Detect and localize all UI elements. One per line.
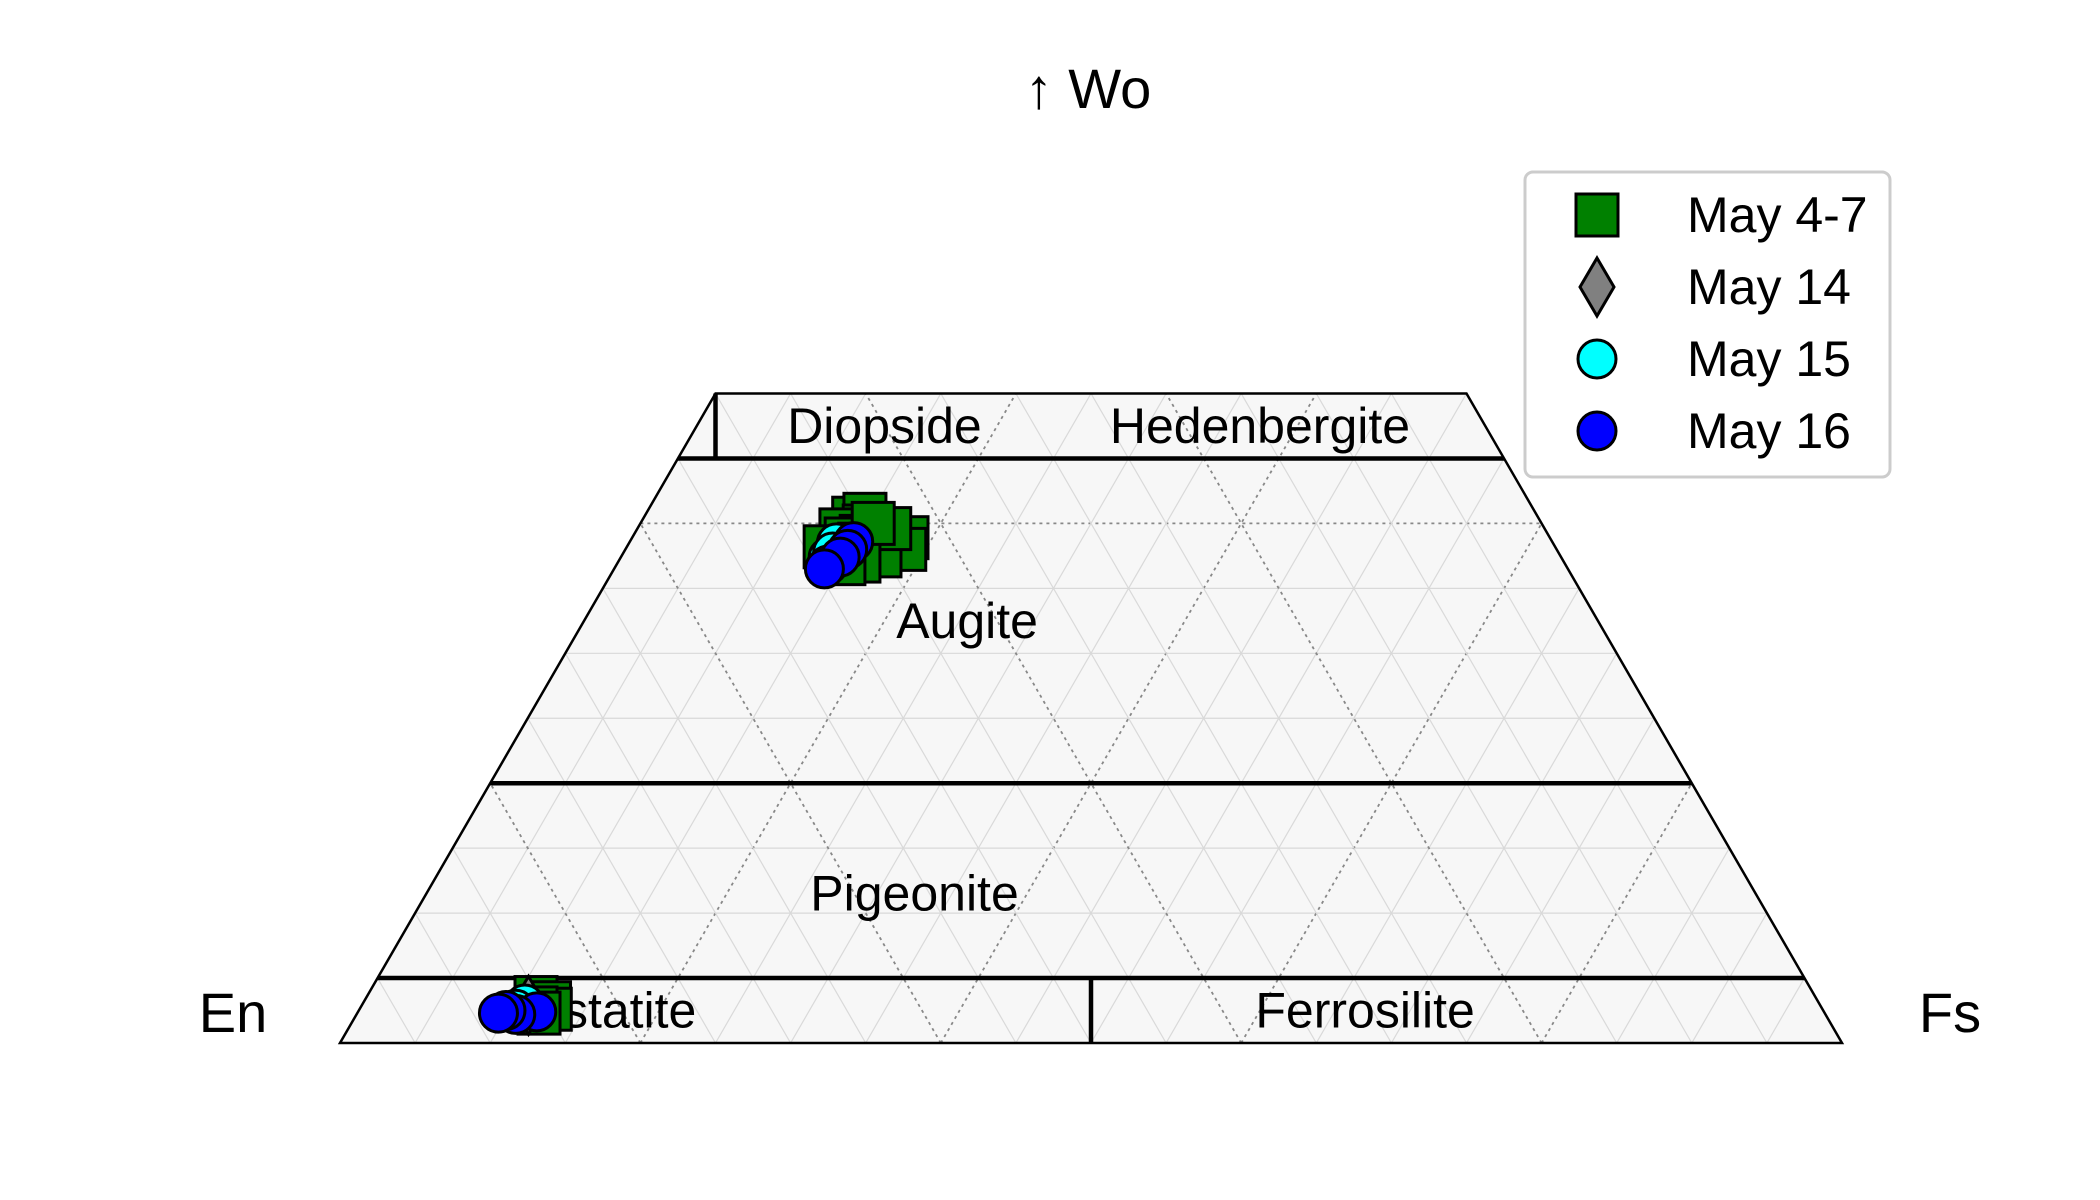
legend-marker	[1576, 410, 1618, 452]
field-label-diopside: Diopside	[787, 398, 982, 454]
plot-outline	[337, 392, 1845, 1045]
series-may-16	[477, 521, 875, 1035]
legend-box	[1523, 170, 1892, 479]
data-point	[477, 992, 519, 1034]
grid-line-en	[377, 977, 416, 1043]
grid-line-en	[902, 393, 1468, 1043]
top-axis-label: ↑ Wo	[1025, 57, 1152, 120]
field-label-hedenbergite: Hedenbergite	[1110, 398, 1410, 454]
grid-line-en	[677, 458, 1017, 1043]
grid-line-en	[977, 393, 1618, 1043]
grid-line-fs	[1766, 977, 1805, 1043]
field-label-augite: Augite	[896, 593, 1038, 649]
right-axis-label: Fs	[1919, 981, 1981, 1044]
legend-label: May 15	[1687, 331, 1851, 387]
grid-line-en	[527, 717, 717, 1043]
grid-line-en	[865, 393, 1392, 1043]
grid-line-en	[602, 588, 867, 1043]
legend-marker	[1574, 192, 1620, 238]
grid-line-fs	[1240, 522, 1543, 1043]
grid-line-fs	[1315, 588, 1580, 1043]
grid-line-en	[827, 393, 1317, 1043]
grid-line-fs	[414, 393, 1130, 1043]
grid-line-fs	[1465, 717, 1655, 1043]
legend-label: May 4-7	[1687, 187, 1868, 243]
grid-line-en	[714, 393, 1092, 1043]
grid-line-fs	[1616, 847, 1730, 1043]
legend-marker	[1578, 255, 1616, 319]
grid-line-en	[489, 782, 642, 1043]
grid	[377, 393, 1805, 1043]
grid-line-en	[1052, 393, 1768, 1043]
legend-label: May 16	[1687, 403, 1851, 459]
legend-marker	[1576, 338, 1618, 380]
field-label-pigeonite: Pigeonite	[810, 866, 1019, 922]
grid-line-fs	[1540, 782, 1693, 1043]
grid-line-fs	[564, 393, 1205, 1043]
data-point	[803, 548, 845, 590]
corner-labels: ↑ Wo En Fs	[199, 57, 1981, 1044]
field-boundaries	[377, 393, 1805, 1043]
legend-label: May 14	[1687, 259, 1851, 315]
data-markers	[477, 491, 930, 1038]
left-axis-label: En	[199, 981, 268, 1044]
plot-border	[337, 392, 1845, 1045]
grid-line-fs	[714, 393, 1280, 1043]
grid-line-en	[639, 522, 942, 1043]
grid-line-en	[752, 393, 1167, 1043]
grid-line-fs	[1165, 458, 1505, 1043]
field-label-ferrosilite: Ferrosilite	[1255, 983, 1474, 1039]
grid-line-fs	[1015, 393, 1430, 1043]
grid-line-fs	[865, 393, 1355, 1043]
